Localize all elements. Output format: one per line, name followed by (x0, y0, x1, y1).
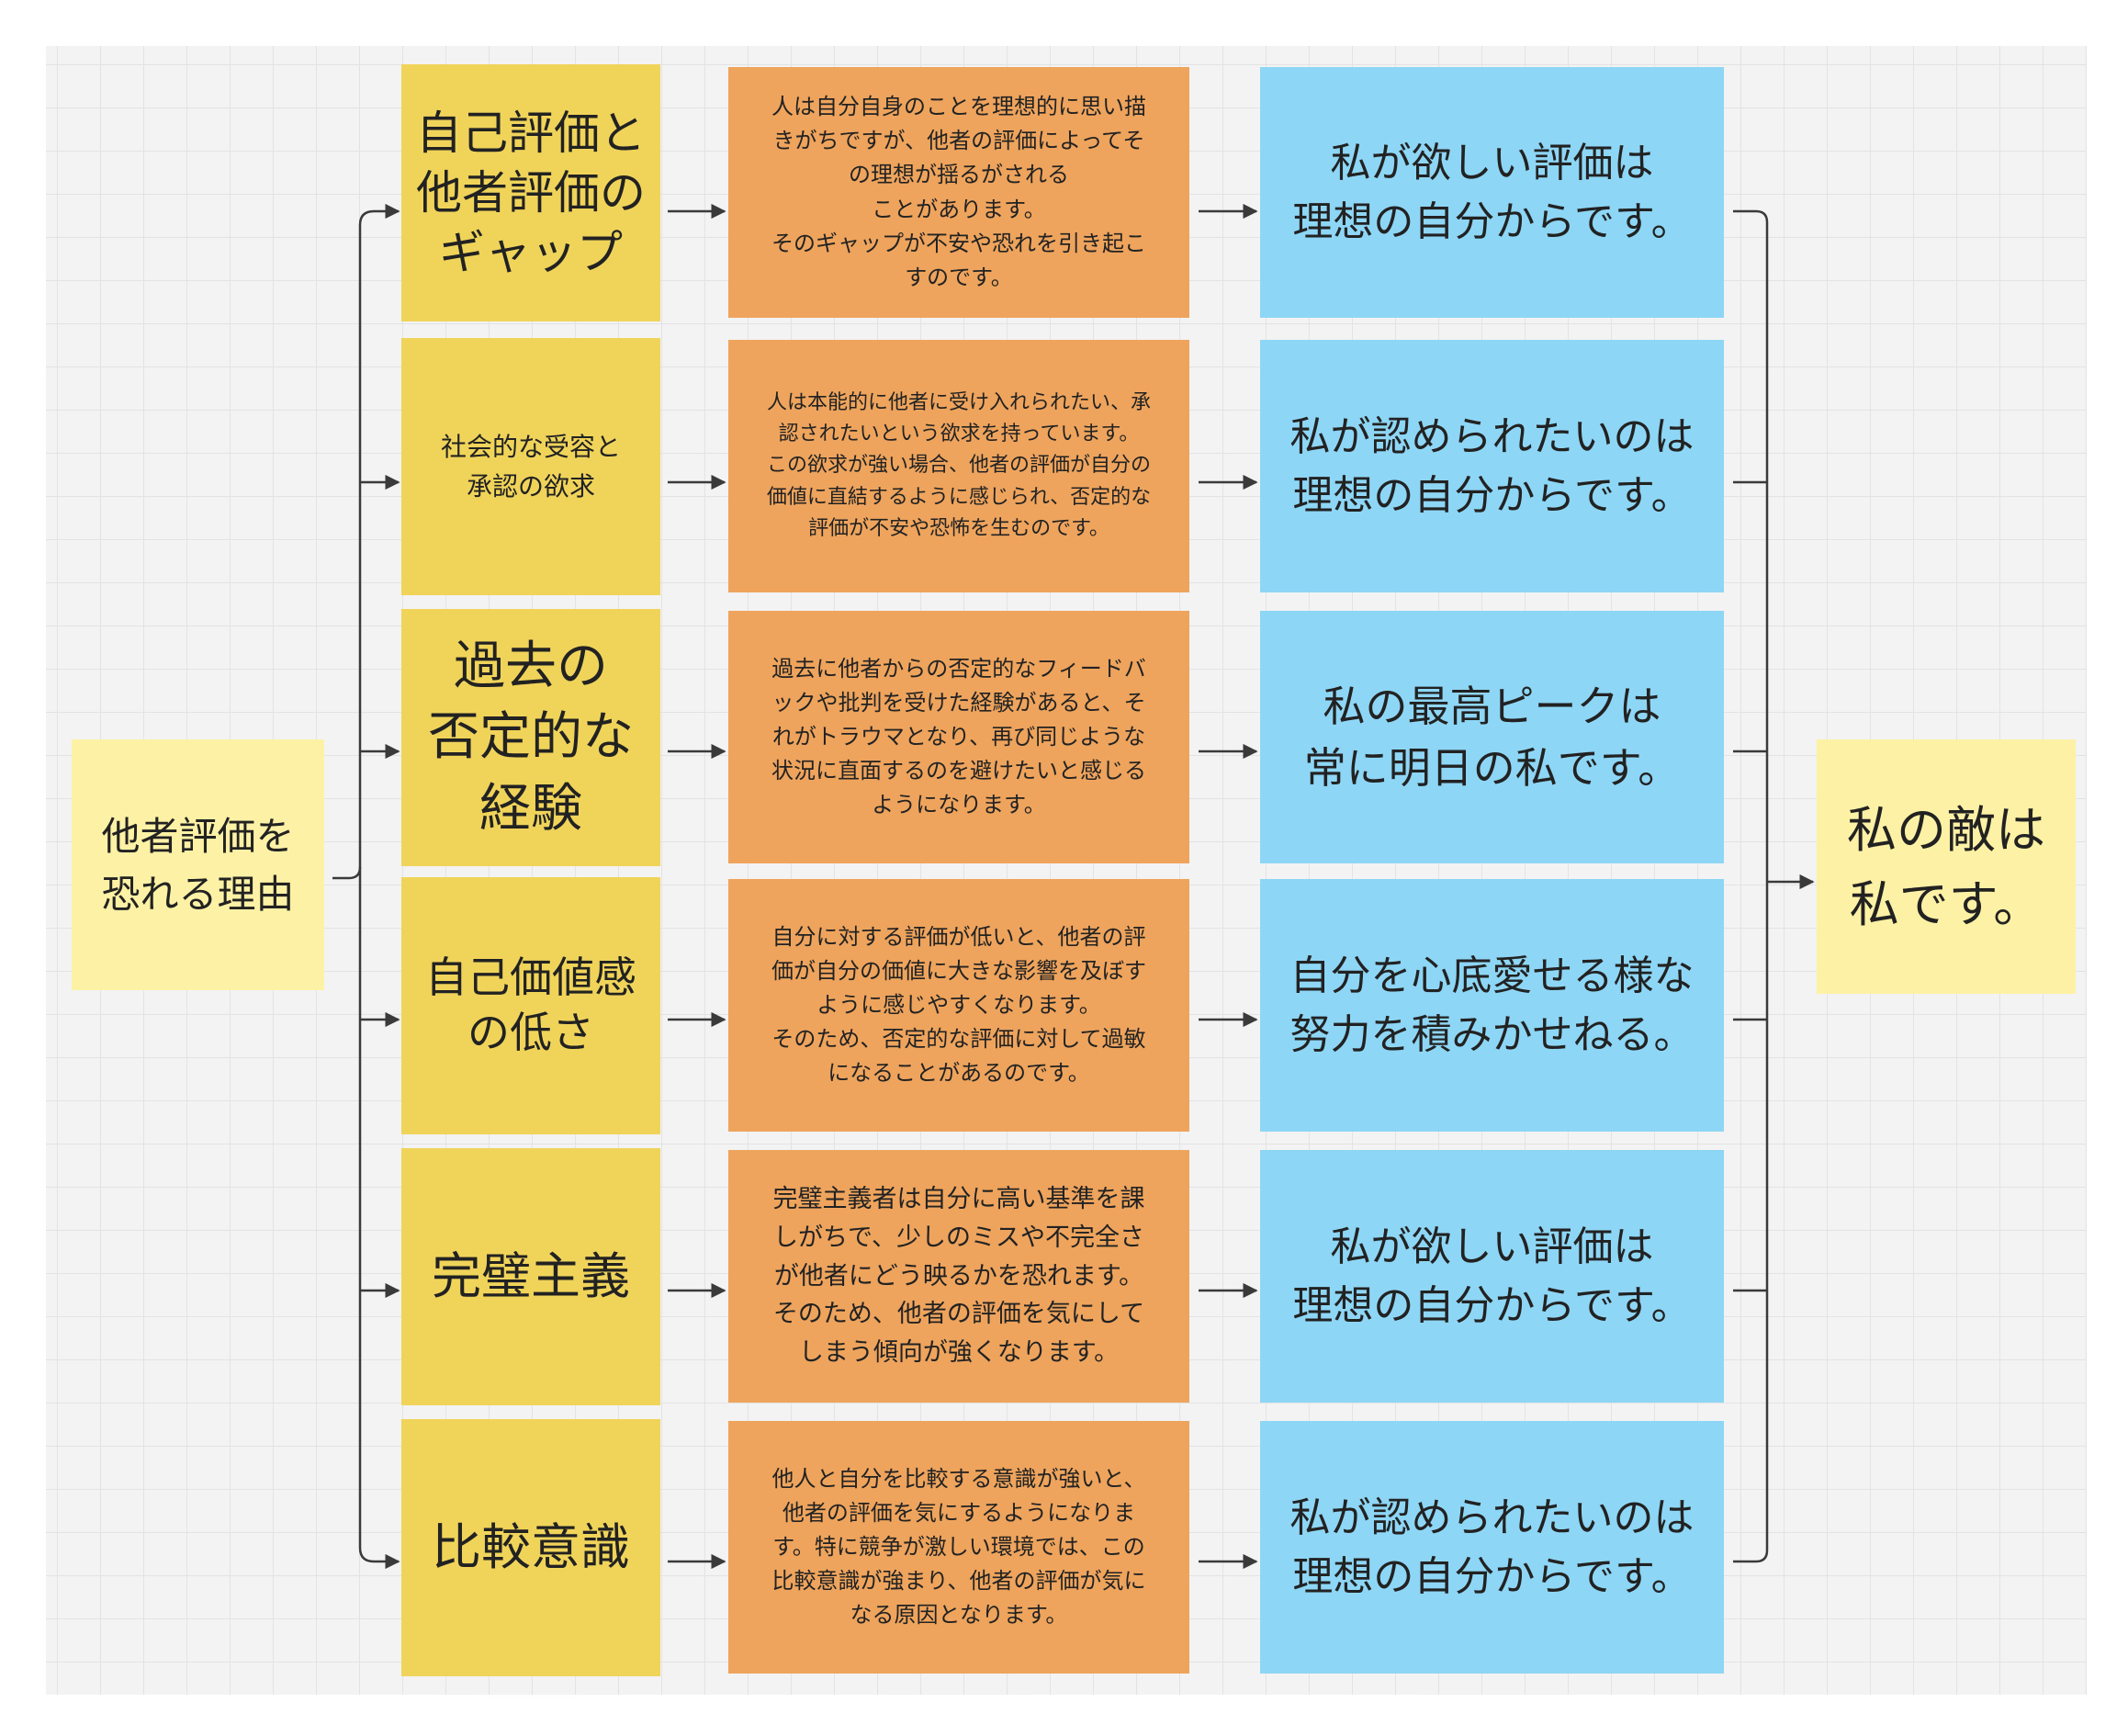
reason-note[interactable]: 過去の 否定的な 経験 (401, 609, 660, 866)
reason-label: 比較意識 (432, 1517, 630, 1576)
explanation-note[interactable]: 完璧主義者は自分に高い基準を課 しがちで、少しのミスや不完全さ が他者にどう映る… (728, 1150, 1189, 1403)
explanation-text: 他人と自分を比較する意識が強いと、 他者の評価を気にするようになりま す。特に競… (771, 1465, 1146, 1629)
reason-note[interactable]: 自己評価と 他者評価の ギャップ (401, 64, 660, 321)
explanation-note[interactable]: 自分に対する評価が低いと、他者の評 価が自分の価値に大きな影響を及ぼす ように感… (728, 879, 1189, 1132)
reason-label: 完璧主義 (432, 1246, 630, 1305)
result-sticky-note[interactable]: 私の敵は 私です。 (1817, 739, 2076, 994)
reason-label: 過去の 否定的な 経験 (428, 637, 634, 839)
reframe-note[interactable]: 私が欲しい評価は 理想の自分からです。 (1260, 67, 1724, 318)
result-label: 私の敵は 私です。 (1847, 800, 2045, 933)
reframe-note[interactable]: 私が認められたいのは 理想の自分からです。 (1260, 340, 1724, 592)
reason-note[interactable]: 完璧主義 (401, 1148, 660, 1405)
reason-label: 社会的な受容と 承認の欲求 (440, 431, 621, 502)
explanation-text: 人は本能的に他者に受け入れられたい、承 認されたいという欲求を持っています。 こ… (766, 391, 1152, 540)
reframe-text: 私が欲しい評価は 理想の自分からです。 (1292, 139, 1692, 245)
reframe-text: 自分を心底愛せる様な 努力を積みかせねる。 (1289, 952, 1695, 1058)
explanation-note[interactable]: 他人と自分を比較する意識が強いと、 他者の評価を気にするようになりま す。特に競… (728, 1421, 1189, 1674)
reason-note[interactable]: 自己価値感 の低さ (401, 877, 660, 1134)
explanation-text: 完璧主義者は自分に高い基準を課 しがちで、少しのミスや不完全さ が他者にどう映る… (772, 1184, 1145, 1368)
root-sticky-note[interactable]: 他者評価を 恐れる理由 (72, 739, 324, 990)
reason-note[interactable]: 社会的な受容と 承認の欲求 (401, 338, 660, 595)
explanation-text: 過去に他者からの否定的なフィードバ ックや批判を受けた経験があると、そ れがトラ… (771, 655, 1146, 818)
explanation-text: 自分に対する評価が低いと、他者の評 価が自分の価値に大きな影響を及ぼす ように感… (771, 923, 1146, 1087)
reframe-text: 私の最高ピークは 常に明日の私です。 (1303, 681, 1681, 793)
reframe-note[interactable]: 自分を心底愛せる様な 努力を積みかせねる。 (1260, 879, 1724, 1132)
reason-note[interactable]: 比較意識 (401, 1419, 660, 1676)
explanation-note[interactable]: 人は本能的に他者に受け入れられたい、承 認されたいという欲求を持っています。 こ… (728, 340, 1189, 592)
reframe-text: 私が認められたいのは 理想の自分からです。 (1289, 1494, 1695, 1600)
explanation-text: 人は自分自身のことを理想的に思い描 きがちですが、他者の評価によってそ の理想が… (771, 93, 1146, 290)
reason-label: 自己評価と 他者評価の ギャップ (416, 106, 646, 279)
reframe-note[interactable]: 私が認められたいのは 理想の自分からです。 (1260, 1421, 1724, 1674)
reframe-note[interactable]: 私が欲しい評価は 理想の自分からです。 (1260, 1150, 1724, 1403)
reason-label: 自己価値感 の低さ (425, 953, 636, 1057)
reframe-note[interactable]: 私の最高ピークは 常に明日の私です。 (1260, 611, 1724, 863)
reframe-text: 私が欲しい評価は 理想の自分からです。 (1292, 1223, 1692, 1329)
reframe-text: 私が認められたいのは 理想の自分からです。 (1289, 412, 1695, 519)
root-label: 他者評価を 恐れる理由 (101, 813, 295, 917)
explanation-note[interactable]: 人は自分自身のことを理想的に思い描 きがちですが、他者の評価によってそ の理想が… (728, 67, 1189, 318)
explanation-note[interactable]: 過去に他者からの否定的なフィードバ ックや批判を受けた経験があると、そ れがトラ… (728, 611, 1189, 863)
